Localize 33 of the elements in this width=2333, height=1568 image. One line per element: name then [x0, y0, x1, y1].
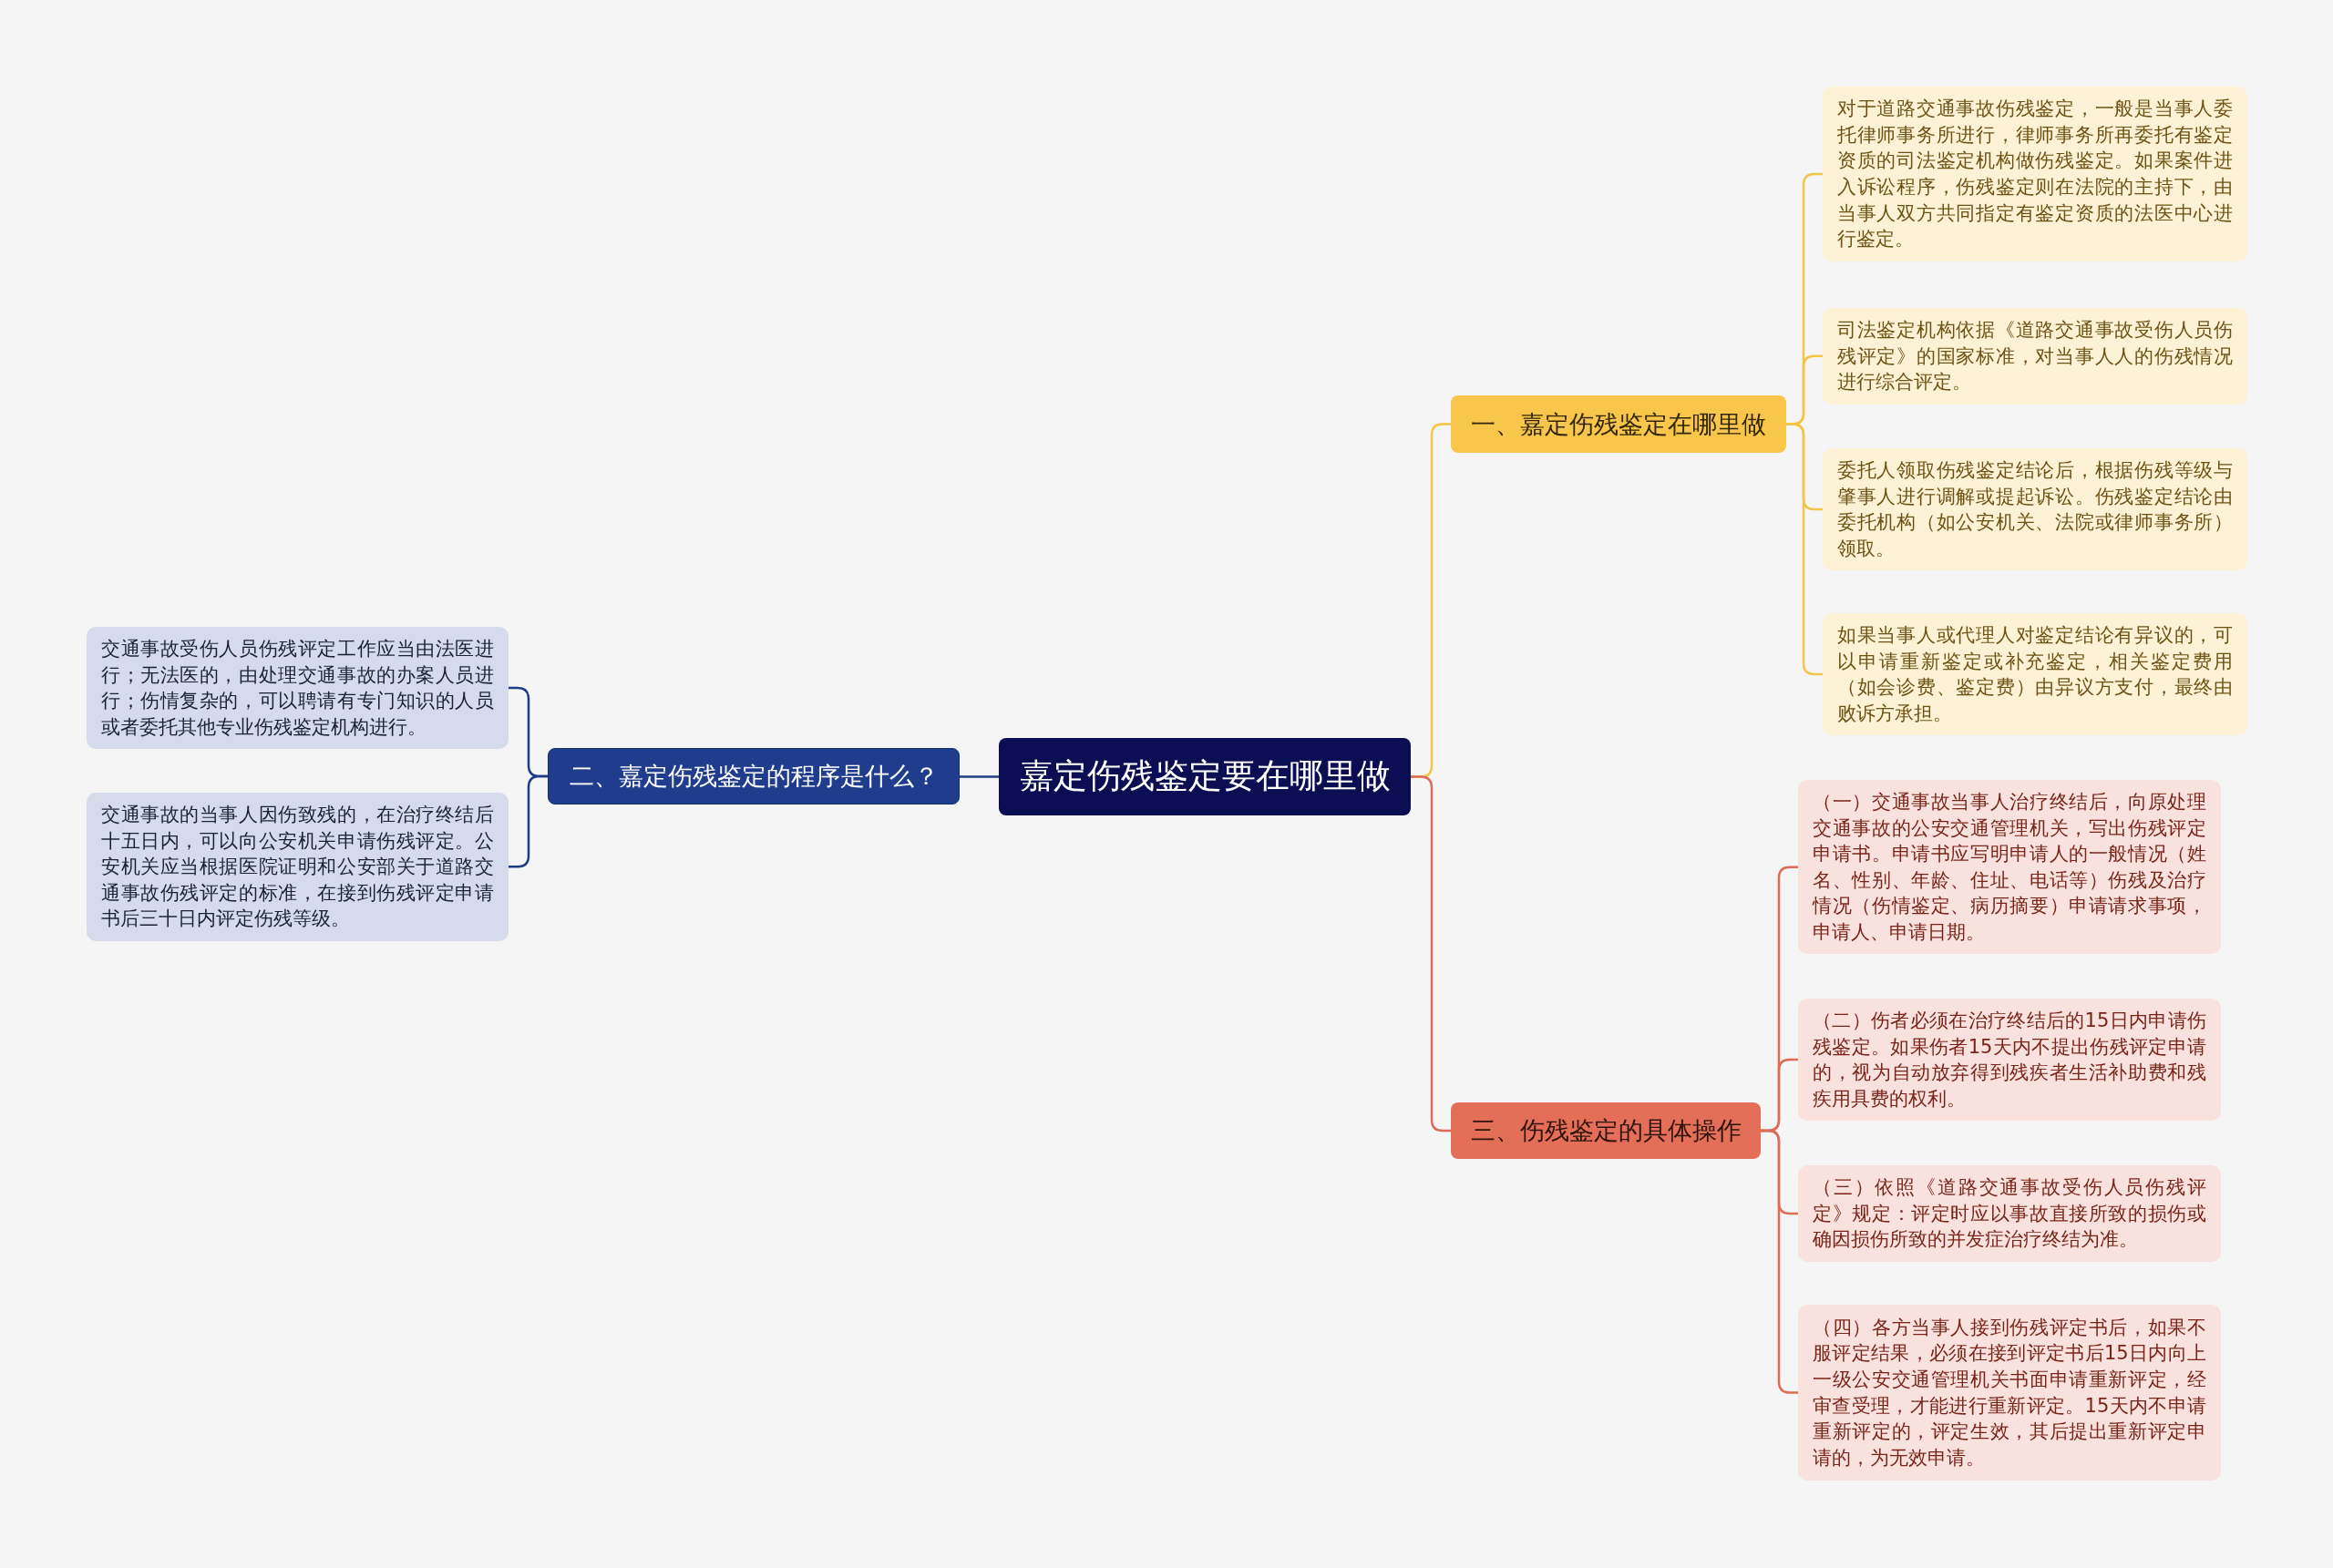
topic-text: 三、伤残鉴定的具体操作: [1470, 1115, 1742, 1147]
note-text: 委托人领取伤残鉴定结论后，根据伤残等级与肇事人进行调解或提起诉讼。伤残鉴定结论由委托机构（如公安机关、法院或律师事务所）领取。: [1837, 458, 2233, 561]
note-text: 如果当事人或代理人对鉴定结论有异议的，可以申请重新鉴定或补充鉴定，相关鉴定费用（如会诊费、鉴定费）由异议方支付，最终由败诉方承担。: [1837, 623, 2233, 726]
note-card: [1823, 308, 2247, 405]
note-text: 交通事故的当事人因伤致残的，在治疗终结后十五日内，可以向公安机关申请伤残评定。公安机关应当根据医院证明和公安部关于道路交通事故伤残评定的标准，在接到伤残评定申请书后三十日内评定伤残等级。: [101, 803, 494, 932]
connector-line: [1411, 775, 1451, 1132]
note-card: [1823, 613, 2247, 736]
branch-topic: [1451, 395, 1786, 453]
note-card: [1823, 448, 2247, 571]
note-text: 对于道路交通事故伤残鉴定，一般是当事人委托律师事务所进行，律师事务所再委托有鉴定资质的司法鉴定机构做伤残鉴定。如果案件进入诉讼程序，伤残鉴定则在法院的主持下，由当事人双方共同指定有鉴定资质的法医中心进行鉴定。: [1837, 97, 2233, 252]
note-card: [87, 793, 509, 941]
note-text: （一）交通事故当事人治疗终结后，向原处理交通事故的公安交通管理机关，写出伤残评定申请书。申请书应写明申请人的一般情况（姓名、性别、年龄、住址、电话等）伤残及治疗情况（伤情鉴定、病历摘要）申请请求事项，申请人、申请日期。: [1813, 790, 2206, 945]
note-text: （二）伤者必须在治疗终结后的15日内申请伤残鉴定。如果伤者15天内不提出伤残评定申请的，视为自动放弃得到残疾者生活补助费和残疾用具费的权利。: [1813, 1009, 2206, 1112]
branch-topic: [1451, 1102, 1761, 1159]
branch-topic: [548, 748, 960, 804]
note-card: [1798, 999, 2221, 1122]
note-text: （四）各方当事人接到伤残评定书后，如果不服评定结果，必须在接到评定书后15日内向上一级公安交通管理机关书面申请重新评定，经审查受理，才能进行重新评定。15天内不申请重新评定的，评定生效，其后提出重新评定申请的，为无效申请。: [1813, 1315, 2206, 1471]
connector-line: [1761, 1129, 1798, 1394]
note-card: [1823, 87, 2247, 261]
topic-text: 一、嘉定伤残鉴定在哪里做: [1471, 408, 1766, 440]
topic-text: 二、嘉定伤残鉴定的程序是什么？: [569, 761, 939, 793]
note-text: （三）依照《道路交通事故受伤人员伤残评定》规定：评定时应以事故直接所致的损伤或确因损伤所致的并发症治疗终结为准。: [1813, 1175, 2206, 1253]
connector-line: [1786, 423, 1823, 676]
note-card: [1798, 1305, 2221, 1481]
topic-text: 嘉定伤残鉴定要在哪里做: [1019, 755, 1391, 798]
note-text: 交通事故受伤人员伤残评定工作应当由法医进行；无法医的，由处理交通事故的办案人员进行；伤情复杂的，可以聘请有专门知识的人员或者委托其他专业伤残鉴定机构进行。: [101, 637, 494, 740]
central-topic: [999, 738, 1411, 815]
connector-line: [509, 774, 548, 868]
note-text: 司法鉴定机构依据《道路交通事故受伤人员伤残评定》的国家标准，对当事人人的伤残情况进行综合评定。: [1837, 318, 2233, 395]
note-card: [1798, 780, 2221, 955]
connector-line: [960, 775, 999, 778]
note-card: [1798, 1165, 2221, 1262]
note-card: [87, 627, 509, 750]
